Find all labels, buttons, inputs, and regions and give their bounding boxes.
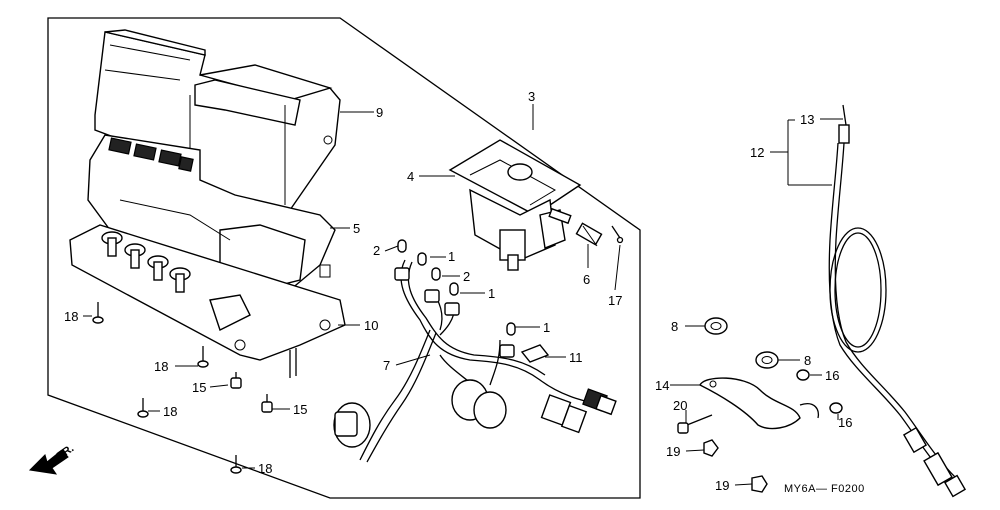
callout-1b: 1 — [488, 286, 495, 301]
callout-18c: 18 — [163, 404, 177, 419]
callout-19a: 19 — [666, 444, 680, 459]
meter-bracket-14 — [699, 377, 820, 430]
callout-16b: 16 — [838, 415, 852, 430]
callout-15b: 15 — [293, 402, 307, 417]
nuts-19 — [703, 439, 768, 493]
screw-17 — [611, 225, 624, 244]
callout-13: 13 — [800, 112, 814, 127]
grommets-8 — [704, 317, 779, 369]
callout-16a: 16 — [825, 368, 839, 383]
callout-labels: 9 5 10 3 4 2 1 2 1 1 7 11 6 17 18 18 18 … — [64, 89, 852, 493]
meter-base-10 — [69, 224, 346, 378]
callout-18d: 18 — [258, 461, 272, 476]
grommet-11 — [520, 344, 550, 363]
gear-6 — [575, 222, 603, 247]
callout-9: 9 — [376, 105, 383, 120]
callout-14: 14 — [655, 378, 669, 393]
callout-2a: 2 — [373, 243, 380, 258]
callout-6: 6 — [583, 272, 590, 287]
callout-8b: 8 — [804, 353, 811, 368]
callout-20: 20 — [673, 398, 687, 413]
callout-3: 3 — [528, 89, 535, 104]
speedometer-assembly-3 — [448, 139, 582, 271]
assembly-outline — [47, 17, 641, 499]
callout-7: 7 — [383, 358, 390, 373]
callout-18b: 18 — [154, 359, 168, 374]
callout-17: 17 — [608, 293, 622, 308]
callout-1c: 1 — [543, 320, 550, 335]
callout-11: 11 — [569, 350, 583, 365]
callout-19b: 19 — [715, 478, 729, 493]
bulbs-1-2 — [397, 239, 516, 336]
speedometer-cable-12 — [828, 104, 967, 498]
diagram-code: MY6A— F0200 — [784, 483, 865, 495]
wire-harness-7 — [333, 259, 617, 463]
callout-5: 5 — [353, 221, 360, 236]
bolt-20 — [677, 414, 713, 434]
callout-8a: 8 — [671, 319, 678, 334]
callout-2b: 2 — [463, 269, 470, 284]
callout-1a: 1 — [448, 249, 455, 264]
callout-18a: 18 — [64, 309, 78, 324]
front-direction-arrow: FR. — [28, 442, 76, 475]
meter-cover-9 — [94, 29, 341, 211]
callout-10: 10 — [364, 318, 378, 333]
callout-12: 12 — [750, 145, 764, 160]
callout-15a: 15 — [192, 380, 206, 395]
nuts-16 — [796, 369, 843, 414]
screws-15-18 — [92, 302, 273, 474]
leader-lines — [83, 104, 843, 486]
callout-4: 4 — [407, 169, 414, 184]
